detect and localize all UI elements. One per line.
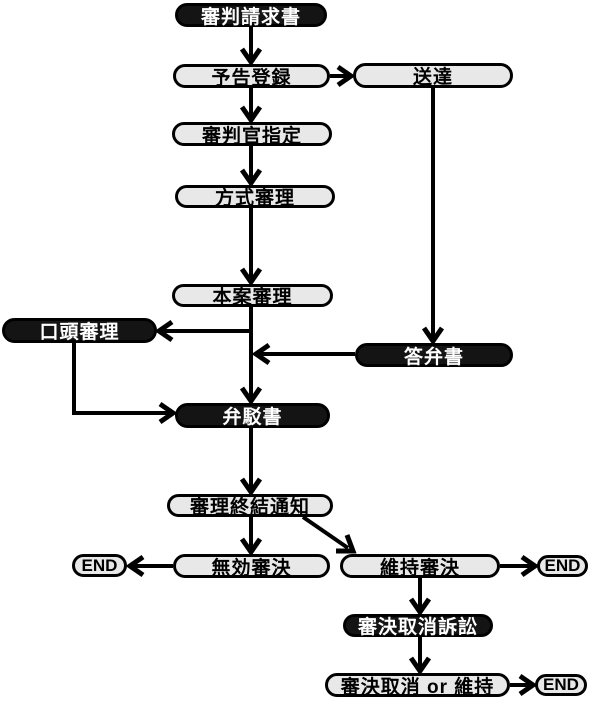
node-end-left: END: [72, 554, 127, 577]
arrow-column-to-oral-proceedings: [154, 319, 251, 343]
node-advance-registration: 予告登録: [173, 64, 330, 89]
arrow-answer-to-column: [251, 342, 355, 366]
arrow-examiner-to-formality: [239, 146, 263, 188]
node-oral-proceedings: 口頭審理: [2, 318, 157, 343]
node-written-refutation: 弁駁書: [175, 403, 330, 428]
node-trial-request: 審判請求書: [175, 3, 327, 28]
node-end-bottom: END: [535, 674, 587, 696]
arrow-advance-registration-to-service: [330, 64, 356, 88]
arrow-request-to-advance-registration: [239, 27, 263, 67]
node-maintenance-decision: 維持審決: [340, 554, 500, 579]
node-decision-revocation-suit: 審決取消訴訟: [343, 614, 493, 638]
arrow-maintenance-to-end-right: [500, 554, 540, 578]
node-invalidation-decision: 無効審決: [173, 554, 330, 579]
arrow-conclusion-to-invalidation: [239, 517, 263, 557]
arrow-advance-registration-to-examiner: [239, 88, 263, 125]
arrow-maintenance-to-suit: [408, 578, 432, 617]
arrow-result-to-end-bottom: [510, 673, 538, 697]
node-service: 送達: [353, 63, 513, 88]
arrow-invalidation-to-end-left: [125, 554, 173, 578]
node-revoked-or-maintained: 審決取消 or 維持: [325, 673, 510, 698]
node-formality-examination: 方式審理: [175, 185, 335, 209]
arrow-suit-to-result: [408, 637, 432, 676]
arrow-refutation-to-conclusion: [239, 428, 263, 497]
node-written-answer: 答弁書: [355, 343, 513, 368]
node-end-right: END: [537, 555, 588, 577]
arrow-formality-to-merits: [239, 208, 263, 287]
arrow-oral-to-refutation: [72, 343, 178, 425]
arrow-conclusion-to-maintenance: [301, 515, 357, 554]
arrow-merits-to-refutation: [239, 307, 263, 406]
node-examiner-designation: 審判官指定: [172, 122, 332, 147]
node-conclusion-notice: 審理終結通知: [167, 494, 333, 518]
node-merits-examination: 本案審理: [172, 284, 333, 308]
arrow-service-to-answer: [421, 88, 445, 346]
